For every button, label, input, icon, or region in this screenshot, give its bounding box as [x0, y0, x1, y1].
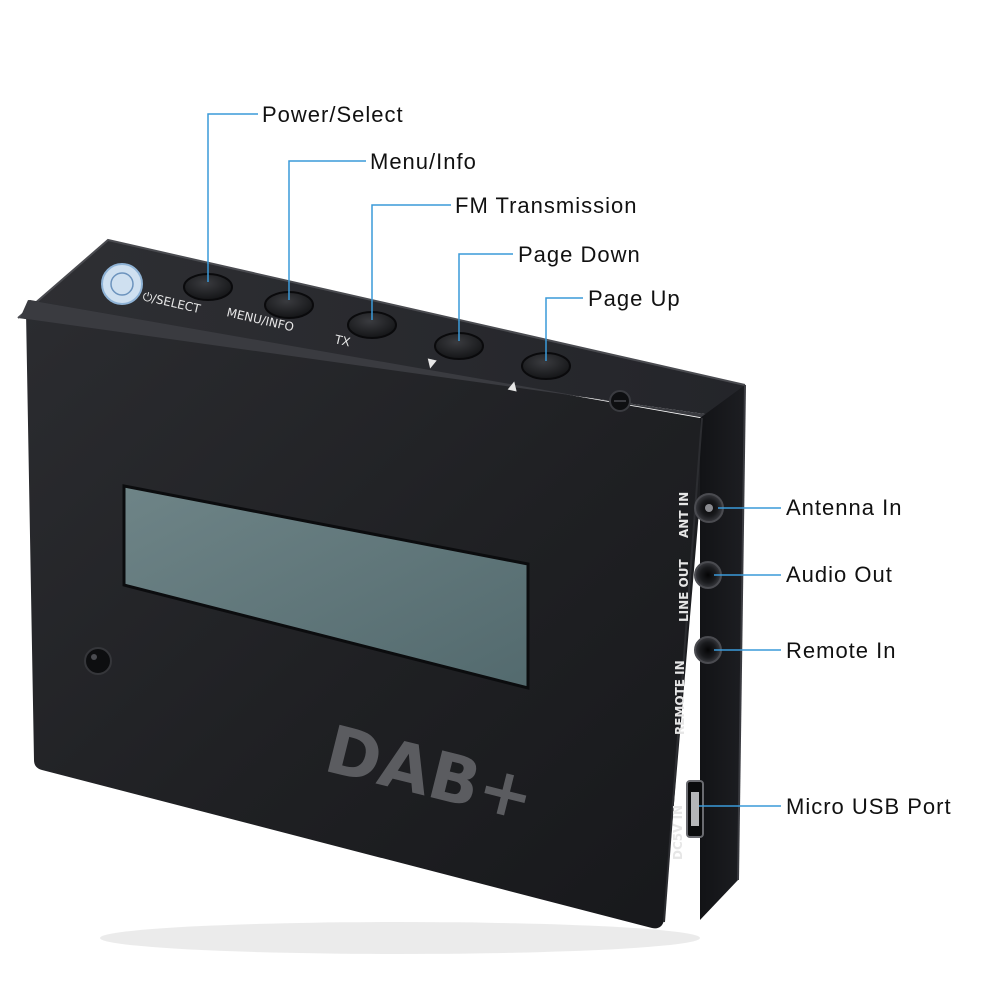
- callout-micro-usb: Micro USB Port: [786, 794, 952, 819]
- label-page-down: ▼: [425, 355, 438, 371]
- callout-page-up: Page Up: [588, 286, 681, 311]
- lcd-screen: [122, 484, 530, 690]
- antenna-in-jack-core: [705, 504, 713, 512]
- micro-usb-port-inner: [691, 792, 699, 826]
- callout-fm-transmission: FM Transmission: [455, 193, 638, 218]
- side-labels: ANT IN LINE OUT REMOTE IN DC5V IN: [671, 492, 691, 860]
- callout-menu-info: Menu/Info: [370, 149, 477, 174]
- label-tx: TX: [332, 332, 351, 349]
- callout-audio-out: Audio Out: [786, 562, 893, 587]
- sticker: [101, 263, 143, 305]
- callout-page-down: Page Down: [518, 242, 641, 267]
- callout-line-page-up: [545, 297, 583, 361]
- sticker-inner: [110, 272, 134, 296]
- label-ant-in: ANT IN: [677, 492, 691, 538]
- device-shadow: [100, 922, 700, 954]
- callout-line-menu-info: [288, 160, 366, 300]
- callout-power-select: Power/Select: [262, 102, 404, 127]
- callout-remote-in: Remote In: [786, 638, 897, 663]
- device-side-edge: [737, 384, 746, 881]
- device-front-bevel: [20, 300, 712, 418]
- label-dc5v-in: DC5V IN: [671, 805, 685, 860]
- callout-line-page-down: [458, 253, 513, 341]
- side-ports: [686, 493, 724, 838]
- top-buttons: [183, 273, 631, 412]
- device-top-edge: [17, 238, 746, 386]
- callout-antenna-in: Antenna In: [786, 495, 903, 520]
- ir-sensor-glint: [91, 654, 97, 660]
- ir-sensor: [84, 647, 112, 675]
- callout-line-fm-transmission: [371, 204, 451, 320]
- label-remote-in: REMOTE IN: [673, 660, 687, 735]
- label-page-up: ▲: [507, 377, 520, 393]
- callout-lines: [207, 113, 781, 807]
- label-line-out: LINE OUT: [677, 559, 691, 622]
- callout-line-power-select: [207, 113, 258, 282]
